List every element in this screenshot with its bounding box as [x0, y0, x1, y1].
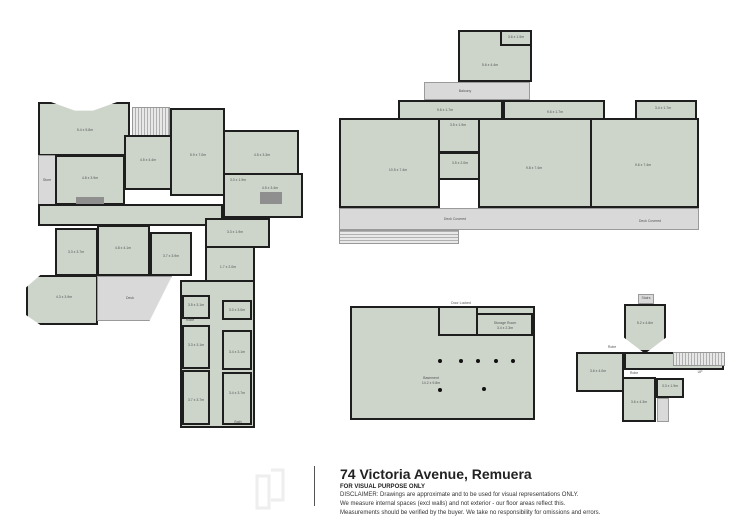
staircase-upper	[673, 352, 725, 366]
room-bedroom-8	[222, 330, 252, 370]
room-bedroom-9	[182, 370, 210, 425]
room-label: 3.5 x 3.1m	[187, 303, 205, 307]
divider	[314, 466, 315, 506]
room-label: 3.4 x 3.7m	[228, 391, 246, 395]
room-label: 3.3 x 1.9m	[226, 230, 244, 234]
room-bedroom-4	[26, 275, 98, 325]
room-small-east	[656, 378, 684, 398]
room-label: 4.8 x 4.1m	[114, 246, 132, 250]
room-label: 9.6 x 1.7m	[436, 108, 454, 112]
room-label: 3.3 x 1.9m	[661, 384, 679, 388]
disclaimer-line-2: We measure internal spaces (excl walls) …	[340, 501, 566, 507]
column	[438, 388, 442, 392]
deck	[97, 276, 172, 321]
room-label: 5.6 x 4.4m	[481, 63, 499, 67]
room-label: 3.6 x 4.0m	[589, 369, 607, 373]
room-label: 3.0 x 3.0m	[228, 308, 246, 312]
room-label: 3.3 x 3.7m	[67, 250, 85, 254]
storage-label: Storage Room	[493, 321, 517, 325]
room-label: 4.5 x 3.4m	[261, 186, 279, 190]
room-label: 4.5 x 3.3m	[253, 153, 271, 157]
deck-label: Deck Covered	[638, 219, 662, 223]
room-laundry	[205, 246, 255, 284]
stair-down	[657, 398, 669, 422]
room-family	[124, 135, 172, 190]
room-label: 4.3 x 3.9m	[55, 295, 73, 299]
room-bedroom-3	[150, 232, 192, 276]
balcony	[424, 82, 530, 100]
room-bedroom-west	[576, 352, 624, 392]
room-label: 9.8 x 7.4m	[525, 166, 543, 170]
balcony-label: Balcony	[458, 89, 472, 93]
basement-label: Basement	[423, 376, 439, 380]
column	[476, 359, 480, 363]
room-living	[170, 108, 225, 196]
deck-stairs	[339, 230, 459, 244]
room-label: 3.0 x 1.9m	[229, 178, 247, 182]
room-hall-mid	[478, 118, 592, 208]
room-master	[624, 304, 666, 352]
room-label: 5.2 x 4.6m	[636, 321, 654, 325]
room-label: 1.7 x 2.0m	[219, 265, 237, 269]
room-bedroom-south	[622, 377, 656, 422]
disclaimer-line-3: Measurements should be verified by the b…	[340, 510, 601, 516]
deck-covered	[339, 208, 699, 230]
room-bedroom-10	[222, 372, 252, 425]
disclaimer-line-1: DISCLAIMER: Drawings are approximate and…	[340, 492, 579, 498]
room-storage-lobby	[438, 306, 478, 336]
robe-label: Robe	[185, 318, 195, 322]
room-hallway	[38, 204, 223, 226]
kitchen-island	[260, 192, 282, 204]
robe-label: Robe	[629, 371, 639, 375]
fireplace	[76, 197, 104, 205]
room-strip-right	[635, 100, 697, 120]
room-label: 3.4 x 3.1m	[228, 350, 246, 354]
visual-notice: FOR VISUAL PURPOSE ONLY	[340, 484, 426, 490]
room-label: 3.5 x 1.9m	[449, 123, 467, 127]
column	[438, 359, 442, 363]
bath-label: Bath	[234, 420, 242, 424]
storage-dim: 3.4 x 2.3m	[496, 326, 514, 330]
column	[494, 359, 498, 363]
room-label: 9.6 x 7.4m	[634, 163, 652, 167]
room-label: 3.5 x 2.0m	[451, 161, 469, 165]
room-bedroom-6	[222, 300, 252, 320]
room-label: 3.7 x 3.7m	[187, 398, 205, 402]
room-bedroom-2	[97, 225, 150, 276]
room-label: 4.8 x 3.9m	[81, 176, 99, 180]
deck-label: Deck Covered	[443, 217, 467, 221]
room-bedroom-5	[182, 295, 210, 319]
room-label: 3.4 x 1.7m	[654, 106, 672, 110]
room-upper-small	[500, 30, 532, 46]
column	[482, 387, 486, 391]
deck-label: Deck	[126, 296, 134, 300]
room-label: 3.7 x 3.9m	[162, 254, 180, 258]
room-label: 9.6 x 1.7m	[546, 110, 564, 114]
room-hall-right	[590, 118, 699, 208]
room-lobby	[438, 152, 480, 180]
column	[511, 359, 515, 363]
room-label: 5.9 x 7.0m	[189, 153, 207, 157]
room-label: 3.6 x 4.3m	[630, 400, 648, 404]
room-label: 4.5 x 4.4m	[139, 158, 157, 162]
brand-logo-icon	[255, 468, 285, 510]
stairs-landing	[638, 294, 654, 304]
listing-address: 74 Victoria Avenue, Remuera	[340, 466, 532, 482]
basement-dim: 14.2 x 9.8m	[421, 381, 441, 385]
room-label: 3.3 x 3.1m	[187, 343, 205, 347]
room-storage	[476, 313, 533, 336]
room-label: 3.6 x 1.9m	[507, 35, 525, 39]
room-bedroom-7	[182, 325, 210, 369]
up-label: UP	[697, 370, 703, 374]
stairs-label: Stairs	[641, 296, 651, 300]
robe-label: Robe	[607, 345, 617, 349]
room-label: 10.5 x 7.4m	[388, 168, 408, 172]
room-hall-left	[339, 118, 440, 208]
room-label: Store	[42, 178, 52, 182]
room-label: 5.4 x 5.8m	[76, 128, 94, 132]
column	[459, 359, 463, 363]
door-label: Door Locked	[451, 301, 471, 305]
